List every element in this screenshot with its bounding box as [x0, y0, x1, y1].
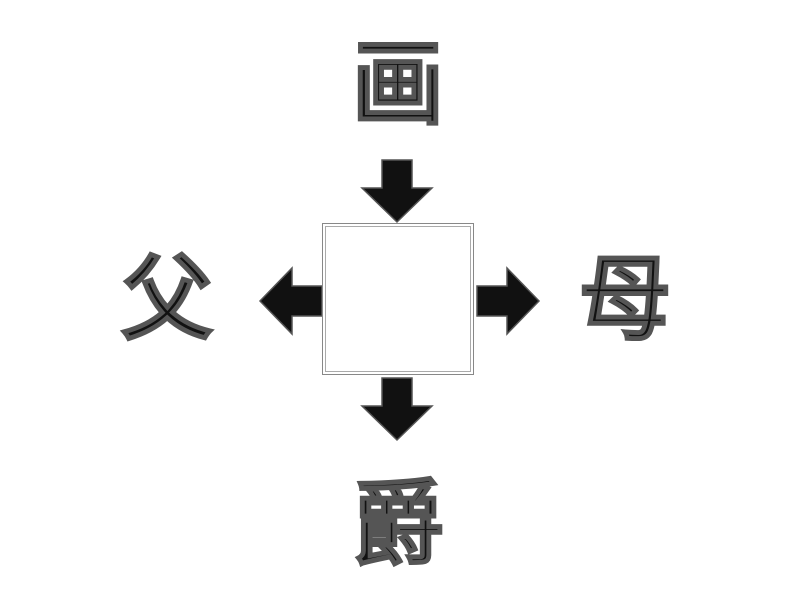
kanji-top: 画: [351, 30, 445, 139]
arrow-down-icon: [360, 377, 434, 442]
answer-box[interactable]: [322, 223, 474, 375]
kanji-right: 母: [578, 245, 672, 354]
kanji-bottom: 爵: [351, 470, 445, 579]
arrow-down-icon: [360, 159, 434, 224]
arrow-left-icon: [258, 266, 323, 336]
kanji-left: 父: [120, 245, 214, 354]
arrow-right-icon: [476, 266, 541, 336]
